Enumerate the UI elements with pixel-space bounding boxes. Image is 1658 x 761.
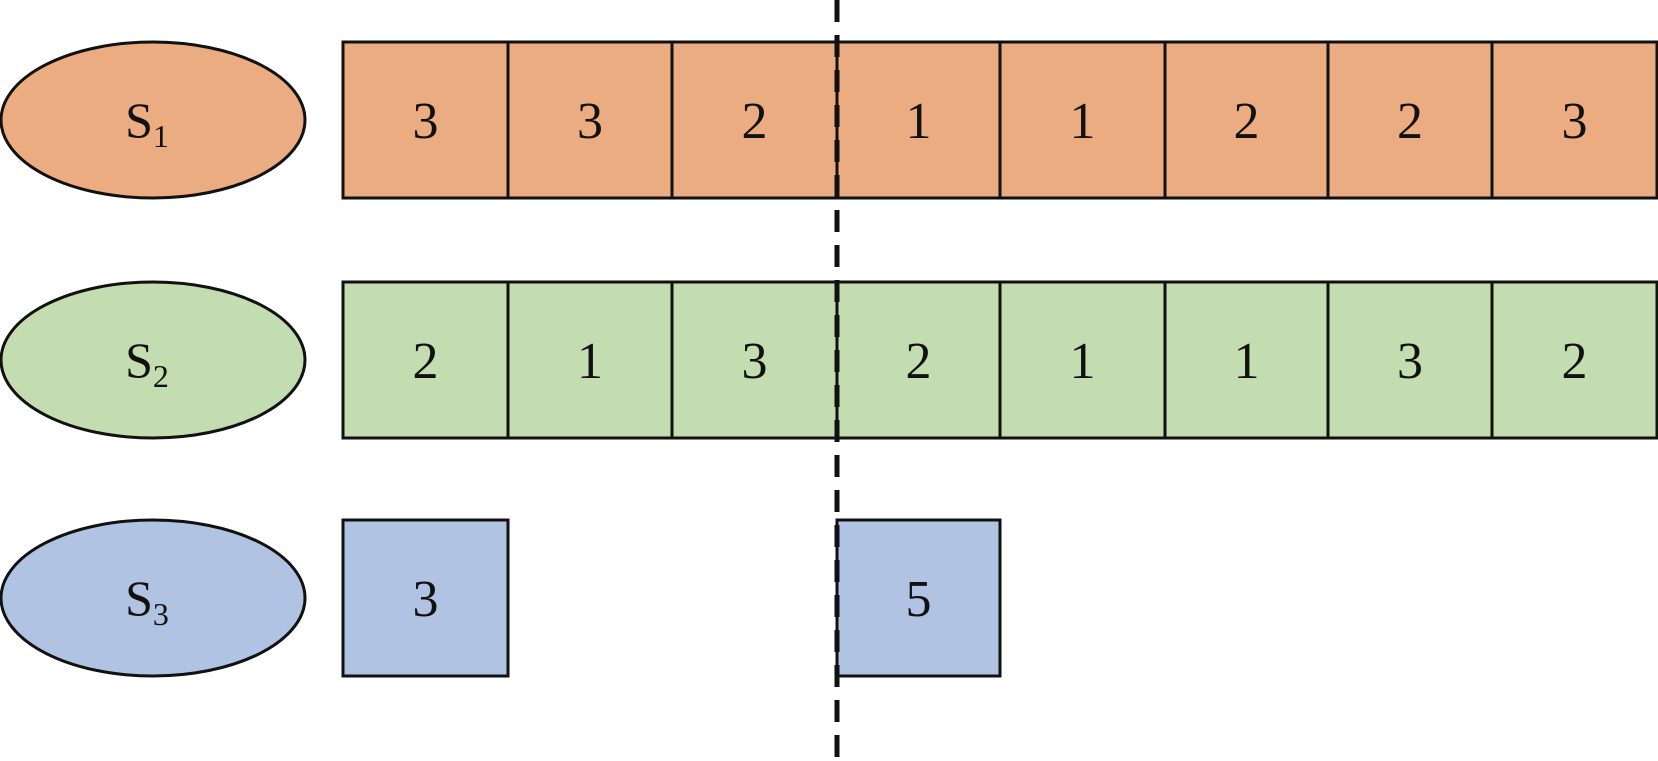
cell-value: 3 — [742, 333, 768, 390]
cell-box — [835, 518, 1002, 678]
s2-cell-2: 1 — [506, 280, 674, 440]
s1-cell-4: 1 — [835, 40, 1002, 200]
s2-cell-6: 1 — [1163, 280, 1330, 440]
cell-box — [835, 280, 1002, 440]
cell-box — [835, 40, 1002, 200]
cell-box — [998, 280, 1167, 440]
s2-cell-5: 1 — [998, 280, 1167, 440]
label-main: S — [125, 332, 153, 388]
cell-value: 1 — [577, 333, 603, 390]
s1-cell-7: 2 — [1326, 40, 1494, 200]
cell-value: 1 — [1070, 93, 1096, 150]
cell-value: 3 — [1397, 333, 1423, 390]
label-text: S3 — [125, 570, 169, 632]
cell-value: 2 — [1562, 333, 1588, 390]
s2-cell-8: 2 — [1490, 280, 1658, 440]
cell-value: 2 — [413, 333, 439, 390]
cell-value: 3 — [577, 93, 603, 150]
cell-value: 3 — [413, 93, 439, 150]
cell-box — [1326, 280, 1494, 440]
row-label-s1: S1 — [0, 40, 307, 200]
s1-cell-6: 2 — [1163, 40, 1330, 200]
cell-box — [998, 40, 1167, 200]
s3-cell-1: 3 — [341, 518, 510, 678]
label-text: S1 — [125, 92, 169, 154]
row-label-s3: S3 — [0, 518, 307, 678]
s1-cell-8: 3 — [1490, 40, 1658, 200]
label-main: S — [125, 92, 153, 148]
cell-box — [1490, 280, 1658, 440]
cell-box — [506, 40, 674, 200]
cell-box — [1326, 40, 1494, 200]
s1-cell-1: 3 — [341, 40, 510, 200]
s2-cell-1: 2 — [341, 280, 510, 440]
cell-box — [1490, 40, 1658, 200]
label-subscript: 3 — [153, 596, 169, 632]
cell-value: 2 — [906, 333, 932, 390]
label-main: S — [125, 570, 153, 626]
cell-value: 1 — [1070, 333, 1096, 390]
cell-value: 5 — [906, 571, 932, 628]
cell-box — [341, 518, 510, 678]
cell-value: 2 — [742, 93, 768, 150]
cell-value: 2 — [1397, 93, 1423, 150]
cell-value: 3 — [1562, 93, 1588, 150]
cell-box — [670, 280, 839, 440]
cell-value: 1 — [906, 93, 932, 150]
s1-cell-3: 2 — [670, 40, 839, 200]
label-subscript: 2 — [153, 358, 169, 394]
cell-box — [670, 40, 839, 200]
s2-cell-4: 2 — [835, 280, 1002, 440]
s1-cell-5: 1 — [998, 40, 1167, 200]
cell-value: 1 — [1234, 333, 1260, 390]
cell-value: 2 — [1234, 93, 1260, 150]
cell-box — [1163, 40, 1330, 200]
label-subscript: 1 — [153, 118, 169, 154]
s2-cell-7: 3 — [1326, 280, 1494, 440]
cell-value: 3 — [413, 571, 439, 628]
label-ellipse — [0, 518, 307, 678]
label-ellipse — [0, 280, 307, 440]
s3-cell-2: 5 — [835, 518, 1002, 678]
cell-box — [1163, 280, 1330, 440]
row-label-s2: S2 — [0, 280, 307, 440]
s2-cell-3: 3 — [670, 280, 839, 440]
cell-box — [506, 280, 674, 440]
s1-cell-2: 3 — [506, 40, 674, 200]
label-ellipse — [0, 40, 307, 200]
label-text: S2 — [125, 332, 169, 394]
cell-box — [341, 280, 510, 440]
